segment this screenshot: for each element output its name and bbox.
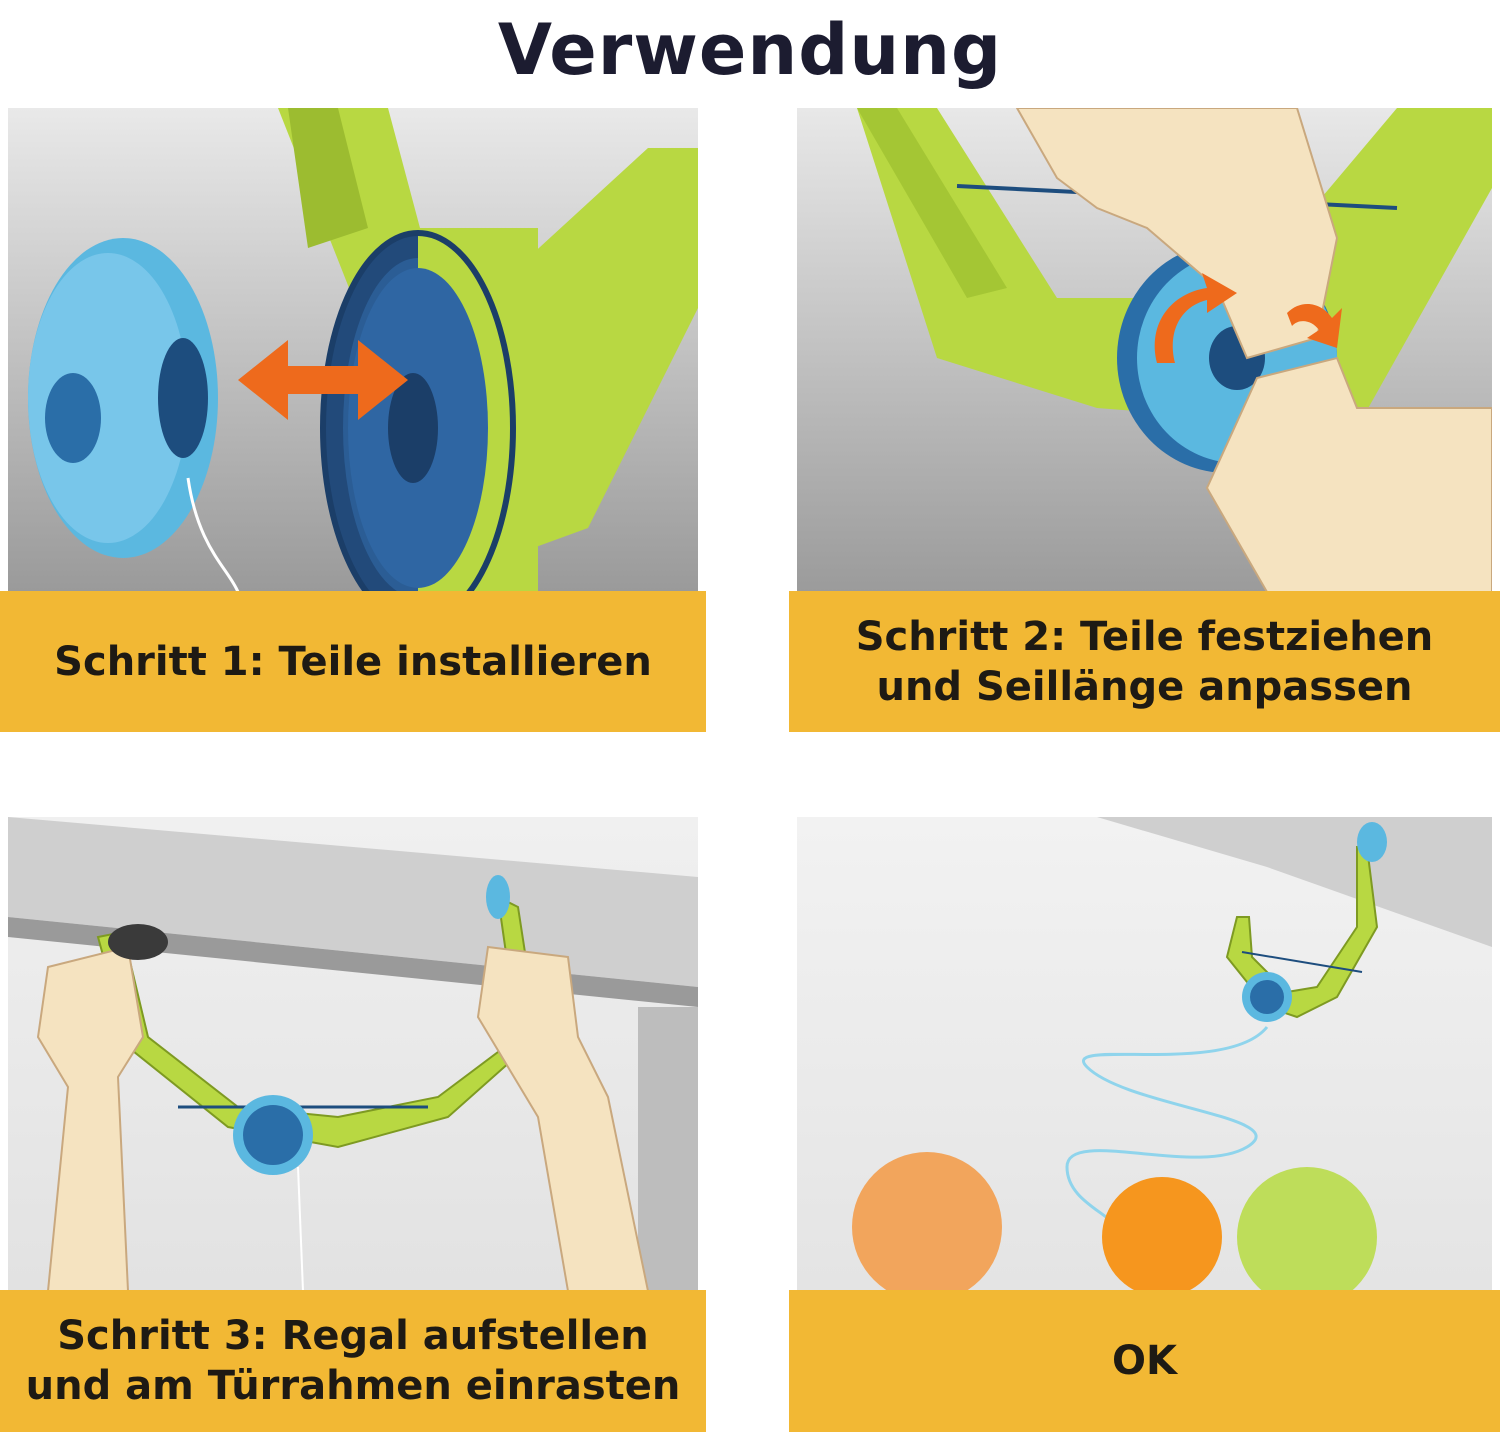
- step-3-caption-line-2: und am Türrahmen einrasten: [25, 1363, 681, 1409]
- step-2-caption: Schritt 2: Teile festziehen und Seilläng…: [789, 591, 1500, 732]
- step-3-caption-line-1: Schritt 3: Regal aufstellen: [57, 1313, 649, 1359]
- step-1-illustration: [8, 108, 698, 592]
- step-ok-illustration: [797, 817, 1492, 1291]
- step-ok-caption-label: OK: [1112, 1338, 1177, 1384]
- page-title: Verwendung: [497, 9, 1003, 91]
- step-1-caption-line-1: Schritt 1: Teile installieren: [54, 638, 652, 685]
- step-2-caption-line-2: und Seillänge anpassen: [876, 663, 1413, 710]
- step-1-caption: Schritt 1: Teile installieren: [0, 591, 706, 732]
- step-3-caption: Schritt 3: Regal aufstellen und am Türra…: [0, 1290, 706, 1432]
- step-2-caption-line-1: Schritt 2: Teile festziehen: [855, 613, 1434, 660]
- step-2-illustration: [797, 108, 1492, 592]
- step-3-illustration: [8, 817, 698, 1291]
- step-ok-caption: OK: [789, 1290, 1500, 1432]
